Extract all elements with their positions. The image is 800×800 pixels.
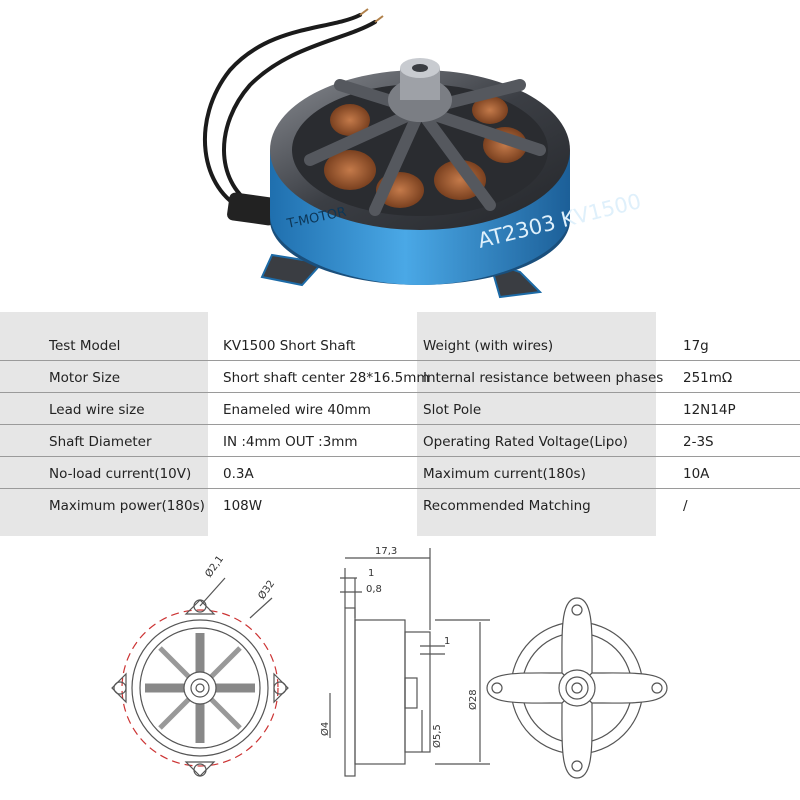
spec-value: 0.3A — [223, 466, 254, 482]
dim-shaft-out: Ø4 — [319, 722, 331, 736]
back-view-drawing — [486, 597, 668, 779]
dim-total-length: 17,3 — [375, 546, 397, 557]
spec-label: Maximum power(180s) — [49, 498, 205, 514]
dim-shaft-in: Ø5,5 — [431, 724, 443, 748]
spec-label: Weight (with wires) — [423, 338, 554, 354]
spec-value: Short shaft center 28*16.5mm — [223, 370, 430, 386]
spec-value: 17g — [683, 338, 709, 354]
spec-value: 2-3S — [683, 434, 714, 450]
spec-value: 10A — [683, 466, 710, 482]
spec-table: Test Model KV1500 Short Shaft Weight (wi… — [0, 312, 800, 536]
heat-shrink — [227, 192, 277, 226]
dim-body-dia: Ø28 — [467, 689, 479, 710]
table-row: Lead wire size Enameled wire 40mm Slot P… — [0, 394, 800, 426]
spec-value: 12N14P — [683, 402, 736, 418]
dim-1a: 1 — [368, 568, 374, 579]
lead-wires — [202, 13, 377, 212]
spec-value: IN :4mm OUT :3mm — [223, 434, 358, 450]
table-row: Shaft Diameter IN :4mm OUT :3mm Operatin… — [0, 426, 800, 458]
table-row: Motor Size Short shaft center 28*16.5mm … — [0, 362, 800, 394]
dim-mount-circle: Ø32 — [256, 578, 278, 602]
front-view-drawing — [111, 577, 289, 777]
dim-1b: 1 — [444, 636, 450, 647]
spec-label: Lead wire size — [49, 402, 145, 418]
spec-label: Shaft Diameter — [49, 434, 152, 450]
table-row: Test Model KV1500 Short Shaft Weight (wi… — [0, 330, 800, 362]
spec-label: Slot Pole — [423, 402, 482, 418]
spec-label: Recommended Matching — [423, 498, 591, 514]
spec-label: No-load current(10V) — [49, 466, 192, 482]
motor-photo: T-MOTOR AT2303 KV1500 — [202, 8, 640, 299]
spec-value: 251mΩ — [683, 370, 733, 386]
spec-label: Operating Rated Voltage(Lipo) — [423, 434, 628, 450]
technical-drawings: Ø2,1 Ø32 17,3 1 0,8 1 Ø4 Ø5,5 Ø28 — [111, 546, 668, 779]
spec-value: Enameled wire 40mm — [223, 402, 371, 418]
table-row: Maximum power(180s) 108W Recommended Mat… — [0, 490, 800, 522]
table-row: No-load current(10V) 0.3A Maximum curren… — [0, 458, 800, 490]
dim-08: 0,8 — [366, 584, 382, 595]
spec-value: 108W — [223, 498, 263, 514]
dim-bolt-hole: Ø2,1 — [203, 553, 226, 579]
spec-label: Internal resistance between phases — [423, 370, 664, 386]
spec-label: Motor Size — [49, 370, 121, 386]
spec-value: / — [683, 498, 688, 514]
side-view-drawing — [329, 548, 490, 777]
spec-label: Test Model — [49, 338, 121, 354]
spec-label: Maximum current(180s) — [423, 466, 586, 482]
spec-value: KV1500 Short Shaft — [223, 338, 356, 354]
